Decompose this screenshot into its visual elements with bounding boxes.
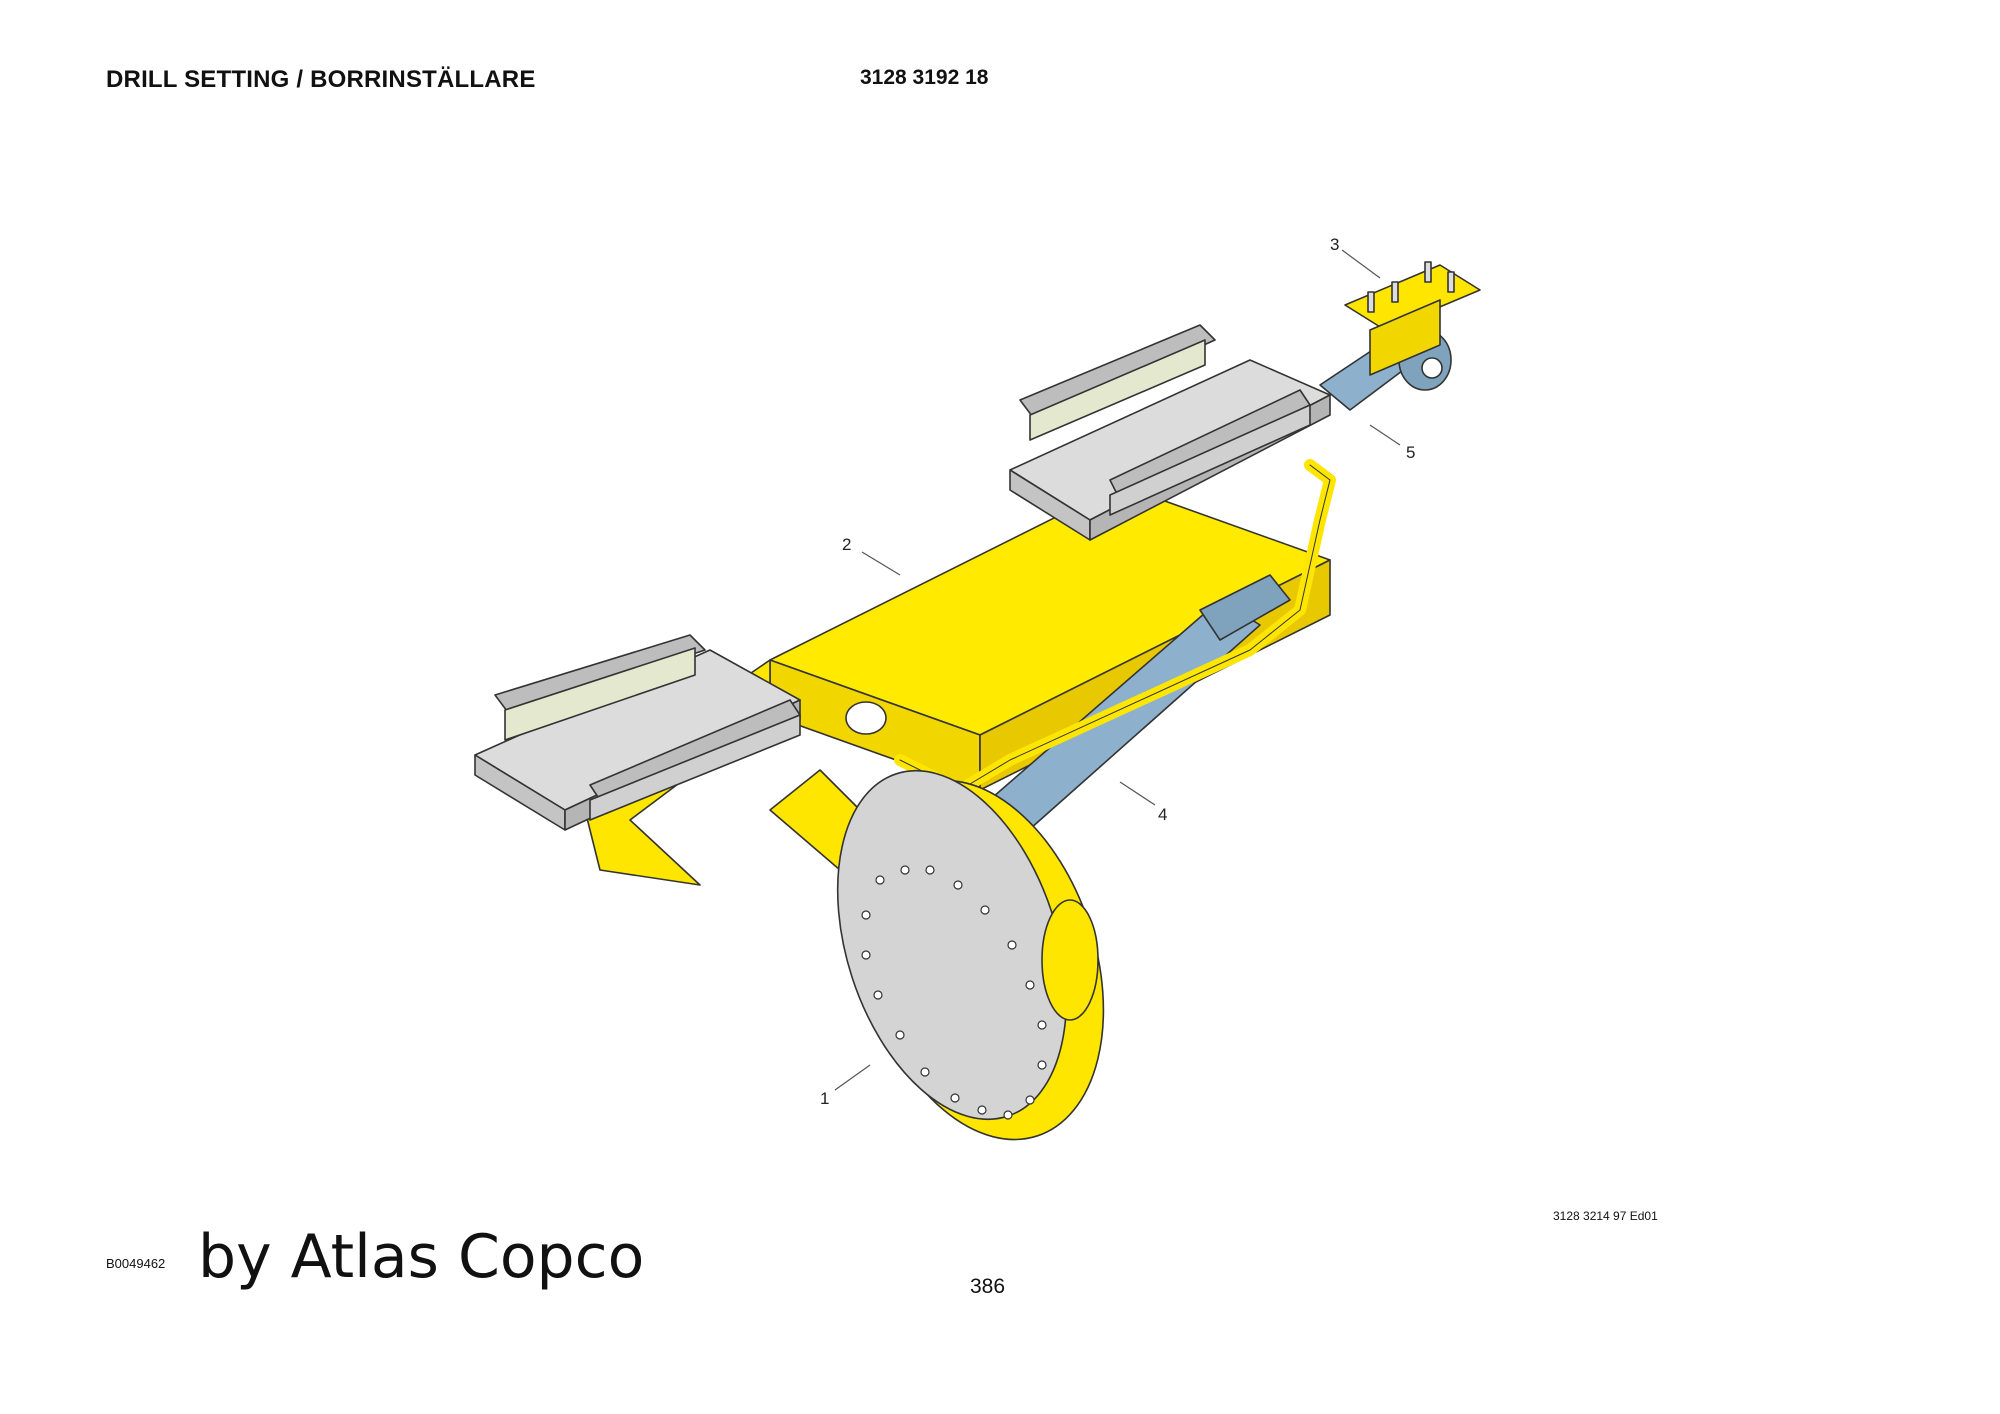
part-number: 3128 3192 18 <box>860 66 989 89</box>
callout-3: 3 <box>1330 235 1339 254</box>
callout-2: 2 <box>842 535 851 554</box>
image-id: B0049462 <box>106 1256 166 1271</box>
rear-guide-plate <box>1009 324 1331 541</box>
drawing-reference: 3128 3214 97 Ed01 <box>1553 1209 1658 1223</box>
callout-4: 4 <box>1158 805 1167 824</box>
page-title: DRILL SETTING / BORRINSTÄLLARE <box>106 66 536 93</box>
watermark: by Atlas Copco <box>198 1222 645 1292</box>
front-guide-plate <box>474 634 801 831</box>
rotation-flange <box>769 769 1105 1141</box>
page-number: 386 <box>970 1275 1006 1298</box>
mounting-bracket <box>1344 261 1481 379</box>
tilt-cylinder <box>954 574 1291 862</box>
callout-5: 5 <box>1406 443 1415 462</box>
callout-1: 1 <box>820 1089 829 1108</box>
